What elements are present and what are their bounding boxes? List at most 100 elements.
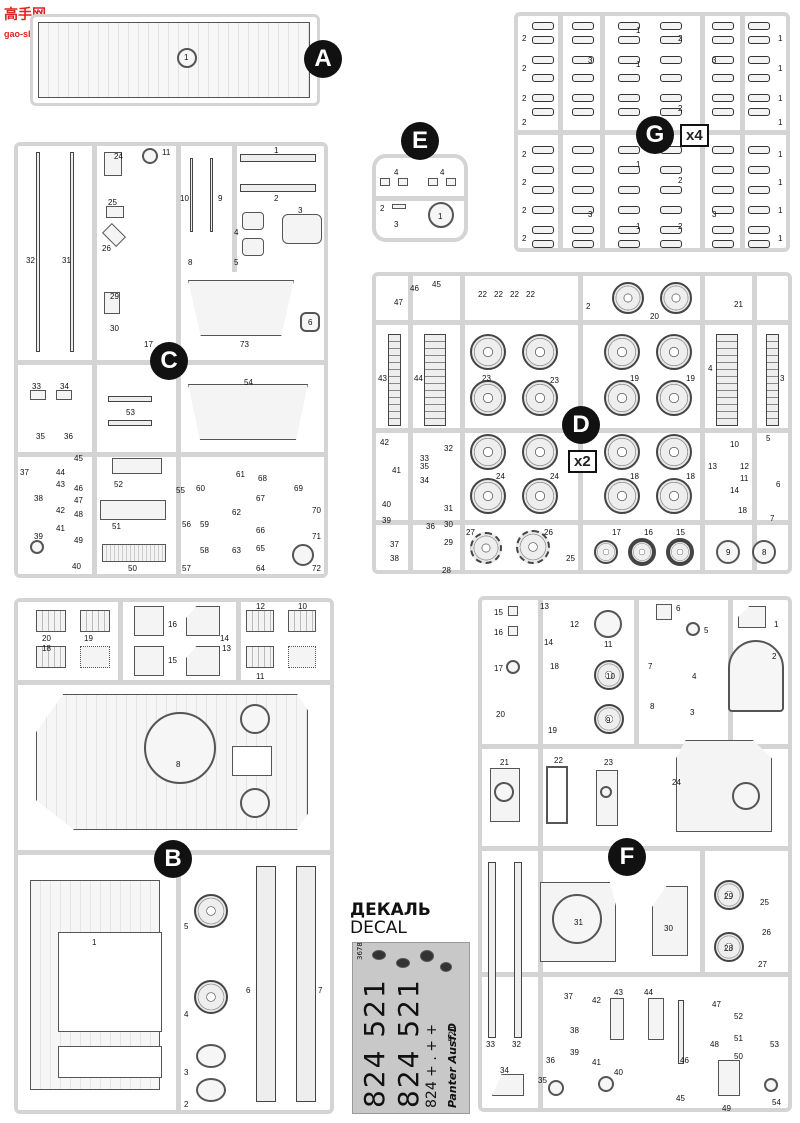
sprue-a-part-label (177, 48, 197, 68)
sprue-d-road-wheel (470, 334, 506, 370)
track-link (532, 22, 554, 30)
track-link (618, 240, 640, 248)
sprue-f-part (596, 770, 618, 826)
track-link (712, 108, 734, 116)
sprue-c-num: 24 (114, 152, 123, 161)
sprue-c-num: 6 (308, 318, 313, 327)
sprue-d-road-wheel (604, 478, 640, 514)
track-link (572, 56, 594, 64)
sprue-f-num: 40 (614, 1068, 623, 1077)
track-link (532, 206, 554, 214)
sprue-f-part (506, 660, 520, 674)
sprue-f-num: 4 (692, 672, 697, 681)
sprue-f-num: 50 (734, 1052, 743, 1061)
sprue-d-wheel-label: 23 (550, 376, 559, 385)
sprue-c-num: 67 (256, 494, 265, 503)
track-link (712, 240, 734, 248)
sprue-d-num: 36 (426, 522, 435, 531)
sprue-g-num: 1 (778, 34, 783, 43)
sprue-d-num: 22 (526, 290, 535, 299)
sprue-f-num: 32 (512, 1040, 521, 1049)
sprue-f-num: 2 (772, 652, 777, 661)
track-link (572, 36, 594, 44)
sprue-c-num: 60 (196, 484, 205, 493)
track-link (712, 94, 734, 102)
sprue-b-part-turret-ring (144, 712, 216, 784)
sprue-f-num: 45 (676, 1094, 685, 1103)
track-link (660, 74, 682, 82)
sprue-c-num: 33 (32, 382, 41, 391)
sprue-c-part (300, 312, 320, 332)
sprue-f-part-ring (714, 932, 744, 962)
sprue-d-num: 22 (494, 290, 503, 299)
sprue-b-num: 11 (256, 672, 265, 681)
sprue-f-num: 22 (554, 756, 563, 765)
sprue-f-num: 49 (722, 1104, 731, 1113)
sprue-c-num: 64 (256, 564, 265, 573)
sprue-c-num: 69 (294, 484, 303, 493)
track-link (532, 36, 554, 44)
sprue-g-num: 1 (636, 26, 641, 35)
sprue-d-num: 5 (766, 434, 771, 443)
sprue-d-track-length (424, 334, 446, 426)
track-link (712, 74, 734, 82)
sprue-d-num: 33 (420, 454, 429, 463)
track-link (532, 94, 554, 102)
sprue-c-num: 47 (74, 496, 83, 505)
sprue-b-part (36, 646, 66, 668)
sprue-f-num: 34 (500, 1066, 509, 1075)
sprue-f-part (552, 894, 602, 944)
sprue-d-road-wheel (604, 434, 640, 470)
sprue-f-num: 12 (570, 620, 579, 629)
sprue-c-part (30, 390, 46, 400)
sprue-f-num: 43 (614, 988, 623, 997)
sprue-d-num: 14 (730, 486, 739, 495)
sprue-f-num: 25 (760, 898, 769, 907)
sprue-f-num: 29 (724, 892, 733, 901)
sprue-f-part-mantlet (676, 740, 772, 832)
track-link (660, 166, 682, 174)
sprue-d-num: 2 (586, 302, 591, 311)
sprue-f-num: 7 (648, 662, 653, 671)
sprue-g-num: 3 (588, 56, 593, 65)
sprue-f-num: 21 (500, 758, 509, 767)
sprue-d-num: 11 (740, 474, 749, 483)
sprue-e-part (446, 178, 456, 186)
sprue-c-part (210, 158, 213, 232)
sprue-c-num: 4 (234, 228, 239, 237)
sprue-b-num: 16 (168, 620, 177, 629)
sprue-d-num: 35 (420, 462, 429, 471)
sprue-d-num: 42 (380, 438, 389, 447)
sprue-d-num: 10 (730, 440, 739, 449)
sprue-c-num: 17 (144, 340, 153, 349)
sprue-d-num: 32 (444, 444, 453, 453)
track-link (572, 186, 594, 194)
track-link (712, 56, 734, 64)
sprue-e-part (398, 178, 408, 186)
sprue-g-num: 1 (778, 64, 783, 73)
sprue-c-part-plate (102, 544, 166, 562)
sprue-c-num: 34 (60, 382, 69, 391)
sprue-c-num: 66 (256, 526, 265, 535)
sprue-f-num: 16 (494, 628, 503, 637)
sprue-d-track-length (766, 334, 779, 426)
sprue-d-num: 41 (392, 466, 401, 475)
sprue-f-num: 46 (680, 1056, 689, 1065)
decal-row-1: 824 521 (358, 978, 391, 1108)
sprue-f-num: 41 (592, 1058, 601, 1067)
sprue-f-num: 44 (644, 988, 653, 997)
sprue-f-part (678, 1000, 684, 1064)
sprue-b-num: 14 (220, 634, 229, 643)
sprue-d-num: 15 (676, 528, 685, 537)
decal-sheet (352, 942, 470, 1114)
decal-emblem (372, 950, 386, 960)
sprue-f-num: 19 (548, 726, 557, 735)
sprue-d-num: 20 (650, 312, 659, 321)
track-link (748, 240, 770, 248)
sprue-c-part (108, 420, 152, 426)
sprue-c-part (292, 544, 314, 566)
sprue-c-badge: C (150, 342, 188, 380)
sprue-c-num: 10 (180, 194, 189, 203)
sprue-c-part-rail (240, 184, 316, 192)
sprue-b-part-hub (196, 1044, 226, 1068)
